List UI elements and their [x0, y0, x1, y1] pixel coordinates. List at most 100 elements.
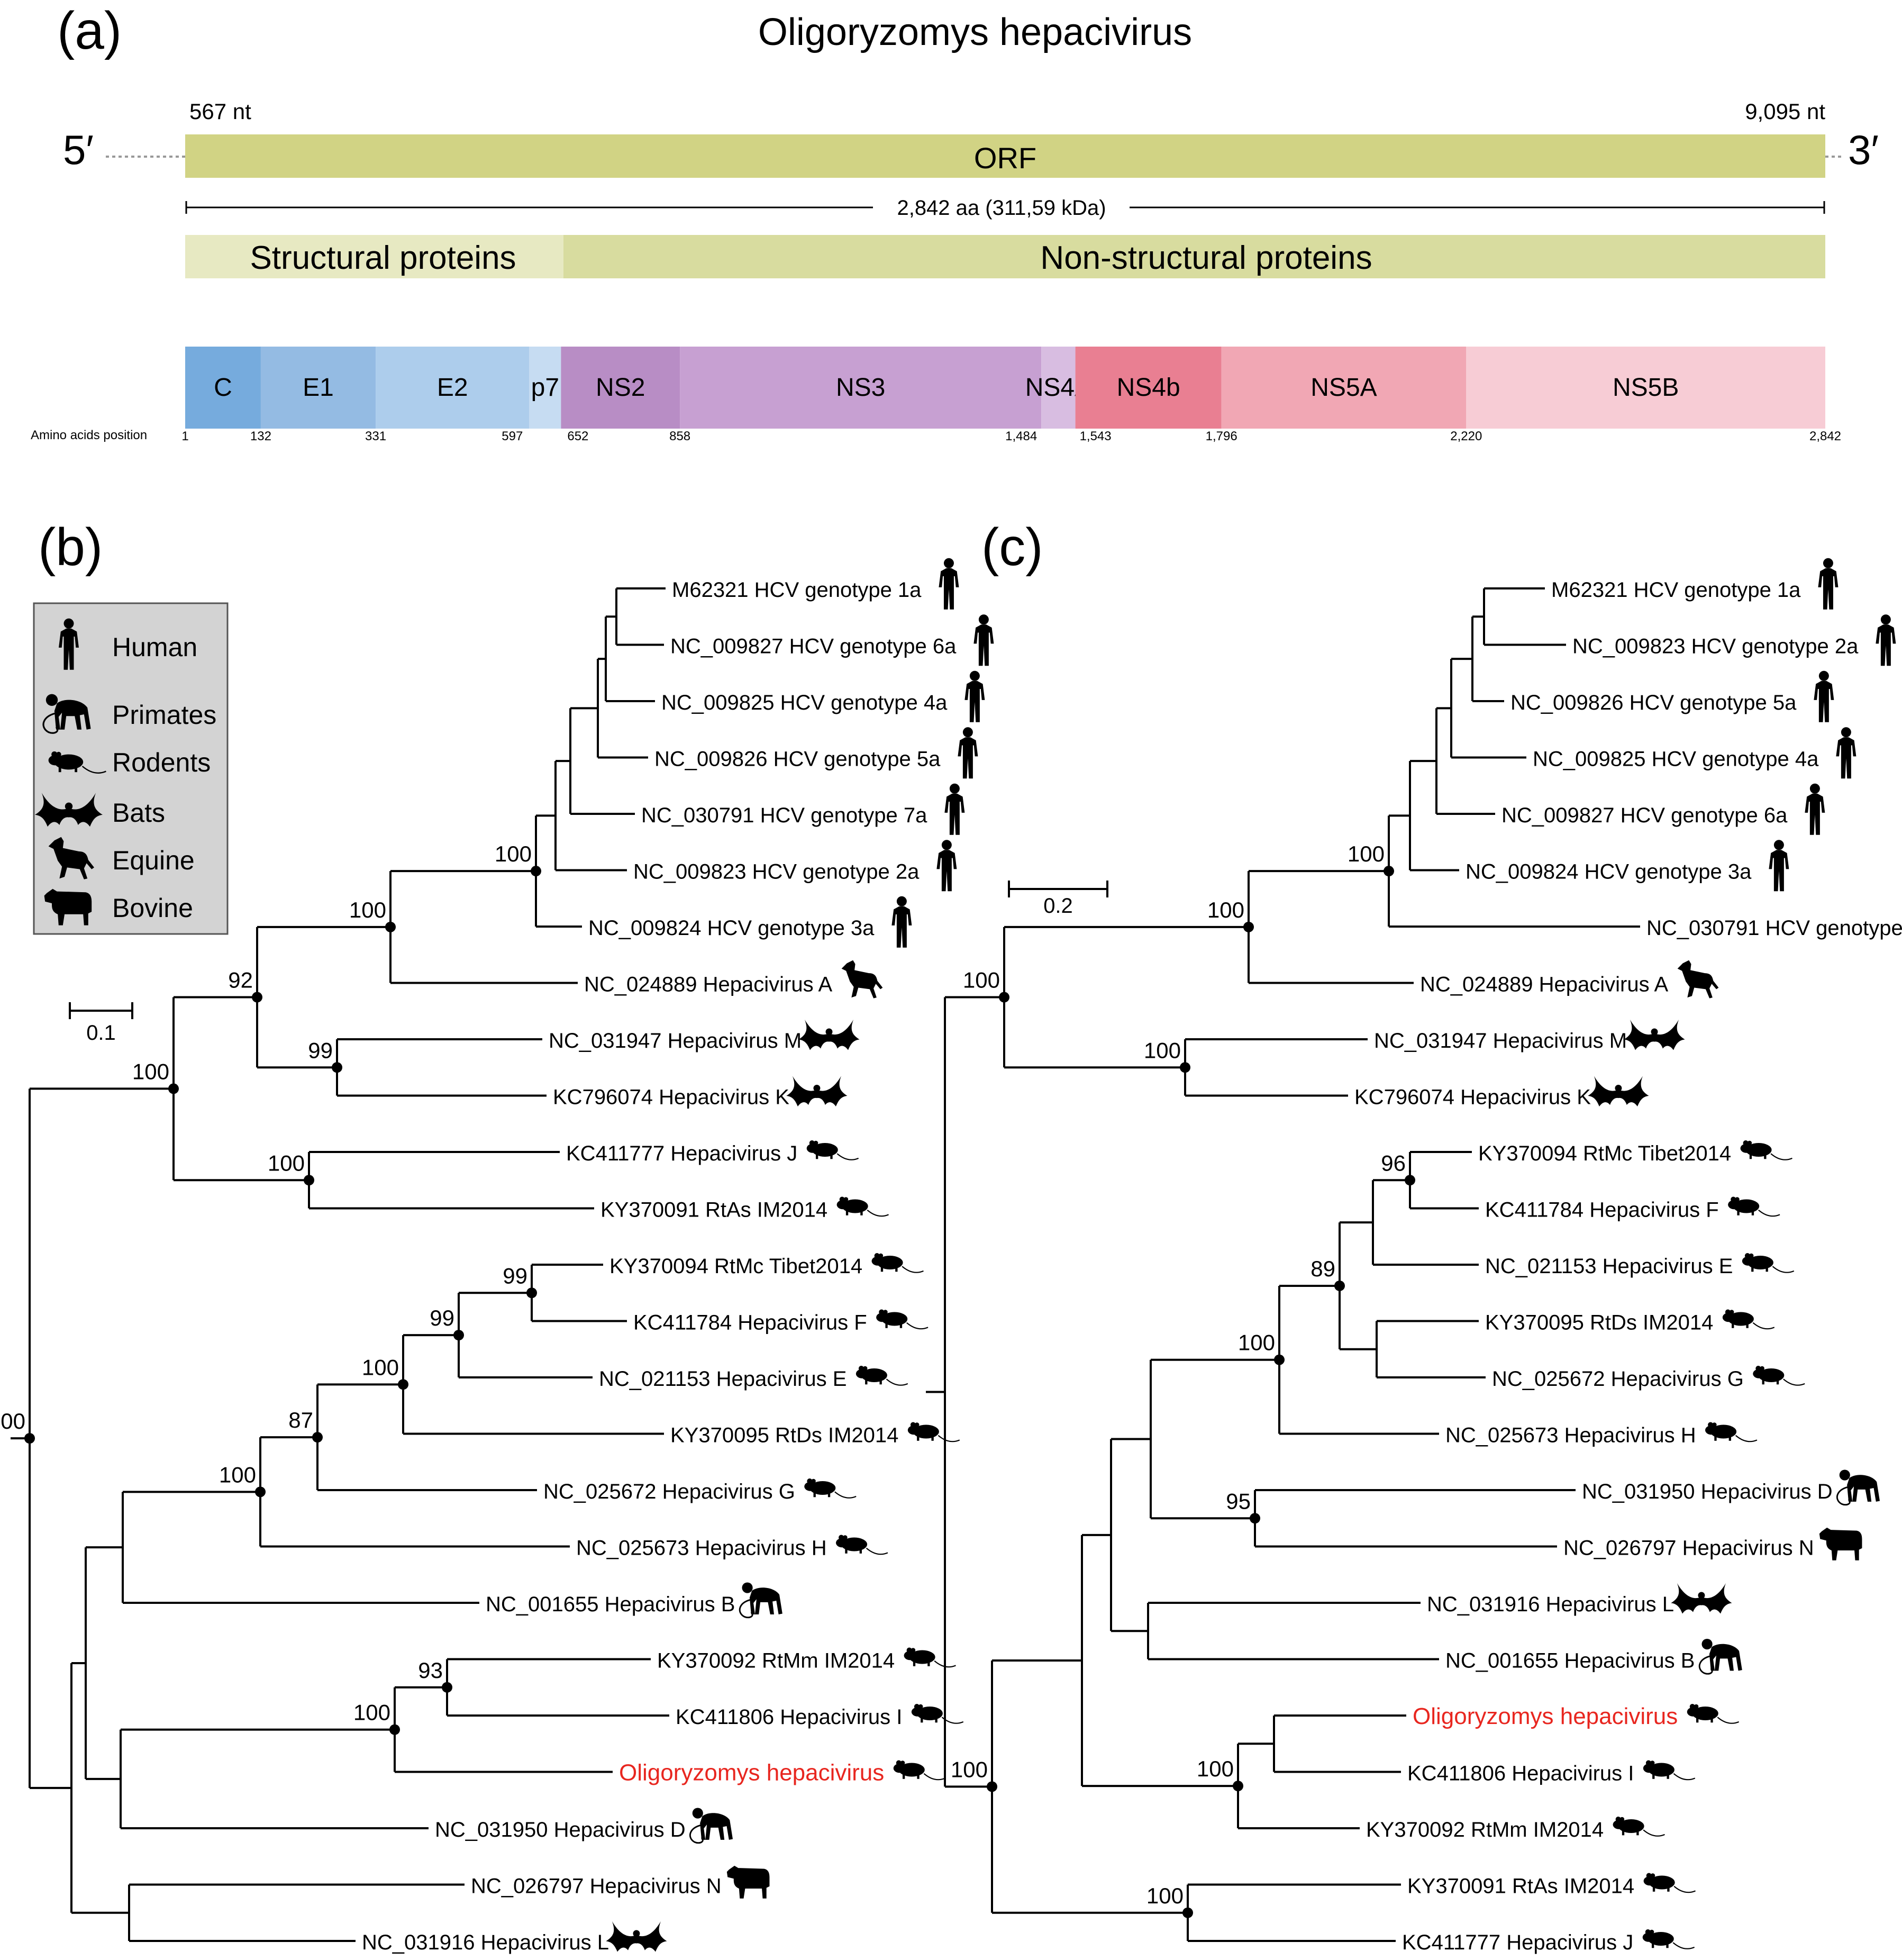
support-value: 100 — [132, 1059, 169, 1084]
rodent-icon — [1704, 1421, 1758, 1442]
tip-label: NC_030791 HCV genotype 7a — [641, 804, 927, 827]
node-dot — [389, 1724, 400, 1735]
aa-tick-2220: 2,220 — [1450, 429, 1482, 443]
tip-label: NC_030791 HCV genotype 7a — [1646, 917, 1902, 940]
bat-icon — [798, 1019, 860, 1050]
human-icon — [973, 614, 994, 666]
rodent-icon — [835, 1534, 889, 1555]
node-dot — [252, 992, 262, 1003]
protein-segment-ns5b — [1466, 347, 1825, 429]
tip-label: KC411784 Hepacivirus F — [1485, 1199, 1719, 1222]
rodent-icon — [1741, 1252, 1795, 1273]
tip-label: NC_031916 Hepacivirus L — [362, 1931, 609, 1954]
node-dot — [1250, 1513, 1260, 1524]
human-icon — [936, 840, 957, 892]
node-dot — [1384, 866, 1394, 877]
node-dot — [1182, 1907, 1193, 1918]
scale-bar-b — [69, 1002, 133, 1019]
tip-label: NC_001655 Hepacivirus B — [486, 1593, 735, 1616]
tip-label: NC_025673 Hepacivirus H — [1445, 1424, 1696, 1447]
tip-label: NC_025672 Hepacivirus G — [543, 1480, 795, 1503]
human-icon — [958, 727, 978, 779]
support-value: 100 — [1207, 897, 1244, 922]
rodent-icon — [855, 1365, 908, 1386]
tip-label: KY370091 RtAs IM2014 — [600, 1199, 827, 1222]
support-value: 87 — [288, 1408, 313, 1432]
orf-end-nt: 9,095 nt — [1745, 99, 1825, 124]
tip-label: KY370091 RtAs IM2014 — [1407, 1875, 1634, 1898]
support-value: 100 — [349, 897, 386, 922]
node-dot — [312, 1432, 323, 1443]
tip-label-highlight: Oligoryzomys hepacivirus — [619, 1760, 884, 1786]
protein-segment-ns2 — [561, 347, 680, 429]
tip-label: KC796074 Hepacivirus K — [553, 1086, 789, 1109]
tree-c: 100100100100968910095100100100NC_030791 … — [926, 558, 1902, 1954]
rodent-icon — [876, 1309, 929, 1330]
tip-label: NC_009825 HCV genotype 4a — [661, 691, 948, 714]
node-dot — [999, 992, 1009, 1003]
tip-label: M62321 HCV genotype 1a — [672, 578, 922, 602]
support-value: 100 — [0, 1409, 25, 1433]
support-value: 100 — [963, 968, 1000, 993]
node-dot — [1233, 1781, 1243, 1792]
support-value: 100 — [1197, 1756, 1234, 1781]
tip-label: NC_009826 HCV genotype 5a — [1510, 691, 1797, 714]
human-icon — [1814, 670, 1834, 722]
support-value: 100 — [219, 1462, 256, 1487]
protein-segment-ns3 — [680, 347, 1042, 429]
protein-label-ns5a: NS5A — [1311, 374, 1377, 402]
human-icon — [1805, 783, 1825, 835]
rodent-icon — [911, 1703, 964, 1724]
aa-tick-597: 597 — [502, 429, 523, 443]
primate-icon — [1698, 1638, 1743, 1675]
node-dot — [526, 1287, 537, 1299]
human-icon — [891, 896, 912, 948]
tip-label: KY370095 RtDs IM2014 — [670, 1424, 898, 1447]
aa-tick-1796: 1,796 — [1206, 429, 1237, 443]
rodent-icon — [907, 1421, 960, 1442]
rodent-icon — [836, 1196, 889, 1217]
tip-label: NC_009827 HCV genotype 6a — [670, 635, 957, 658]
protein-segment-c — [185, 347, 261, 429]
primate-icon — [1836, 1468, 1881, 1506]
node-dot — [1180, 1062, 1190, 1073]
horse-icon — [841, 960, 883, 999]
protein-label-ns5b: NS5B — [1613, 374, 1679, 402]
tip-label: KC411777 Hepacivirus J — [566, 1142, 797, 1165]
node-dot — [385, 921, 396, 932]
protein-segment-ns5a — [1221, 347, 1467, 429]
support-value: 100 — [1238, 1330, 1275, 1355]
human-icon — [1876, 614, 1896, 666]
rodent-icon — [1643, 1872, 1696, 1893]
tip-label: NC_009827 HCV genotype 6a — [1501, 804, 1788, 827]
tree-panel-c: (c) 0.2 100100100100968910095100100100NC… — [926, 518, 1902, 1954]
five-prime-label: 5′ — [63, 126, 94, 173]
horse-icon — [1677, 960, 1719, 999]
tip-label: NC_009823 HCV genotype 2a — [1572, 635, 1859, 658]
tip-label: NC_031916 Hepacivirus L — [1427, 1593, 1674, 1616]
rodent-icon — [1642, 1928, 1695, 1949]
legend-label-primate: Primates — [112, 700, 216, 730]
panel-c-label: (c) — [981, 518, 1043, 577]
rodent-icon — [1722, 1309, 1775, 1330]
tip-label: NC_009823 HCV genotype 2a — [633, 860, 920, 884]
scale-label-b: 0.1 — [86, 1021, 116, 1045]
aa-tick-1484: 1,484 — [1005, 429, 1037, 443]
aa-span-label: 2,842 aa (311,59 kDa) — [897, 196, 1106, 220]
branches — [29, 587, 669, 1942]
rodent-icon — [1642, 1759, 1696, 1781]
tip-label: KY370092 RtMm IM2014 — [1366, 1818, 1604, 1841]
rodent-icon — [903, 1647, 957, 1668]
support-value: 93 — [418, 1658, 443, 1683]
rodent-icon — [1612, 1816, 1666, 1837]
primate-icon — [739, 1581, 784, 1619]
tip-label: NC_026797 Hepacivirus N — [1563, 1537, 1814, 1560]
tip-label: NC_021153 Hepacivirus E — [599, 1367, 847, 1391]
orf-start-nt: 567 nt — [189, 99, 251, 124]
aa-tick-2842: 2,842 — [1809, 429, 1841, 443]
tip-label: NC_031950 Hepacivirus D — [1582, 1480, 1833, 1503]
tip-label: NC_025672 Hepacivirus G — [1492, 1367, 1744, 1391]
support-value: 89 — [1311, 1256, 1335, 1281]
protein-segment-e2 — [376, 347, 530, 429]
